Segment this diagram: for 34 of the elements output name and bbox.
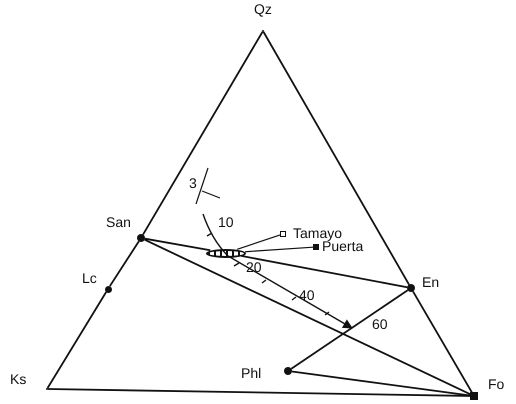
phase-boundary-line	[144, 238, 210, 252]
sample-marker	[470, 392, 478, 400]
phase-boundary-line	[412, 291, 473, 393]
phase-boundary-line	[48, 388, 470, 397]
phase-point	[407, 284, 415, 292]
percent-label: 60	[372, 317, 388, 331]
point-label: San	[106, 215, 131, 229]
phase-boundary-line	[292, 370, 470, 396]
phase-boundary-line	[142, 31, 264, 236]
point-label: Phl	[241, 366, 262, 380]
point-label: Fo	[488, 377, 504, 391]
phase-boundary-line	[144, 238, 471, 396]
phase-point	[104, 286, 112, 292]
phase-boundary-line	[241, 255, 408, 288]
sample-marker	[280, 231, 286, 237]
point-label: Tamayo	[293, 226, 342, 240]
phase-point	[284, 367, 292, 375]
phase-boundary-line	[46, 292, 107, 389]
phase-boundary-line	[109, 240, 140, 287]
percent-label: 10	[218, 215, 234, 229]
phase-point	[137, 234, 145, 242]
data-cluster-ellipse	[206, 248, 246, 258]
leader-line	[245, 246, 314, 252]
percent-label: 20	[246, 260, 262, 274]
percent-label: 40	[299, 288, 315, 302]
point-label: En	[422, 275, 440, 289]
percent-label: 3	[189, 176, 197, 190]
point-label: Qz	[254, 2, 272, 16]
sample-marker	[313, 244, 319, 250]
leader-line	[237, 234, 280, 250]
phase-boundary-line	[290, 289, 408, 370]
phase-boundary-line	[262, 31, 410, 285]
point-label: Ks	[10, 372, 26, 386]
point-label: Lc	[82, 271, 97, 285]
